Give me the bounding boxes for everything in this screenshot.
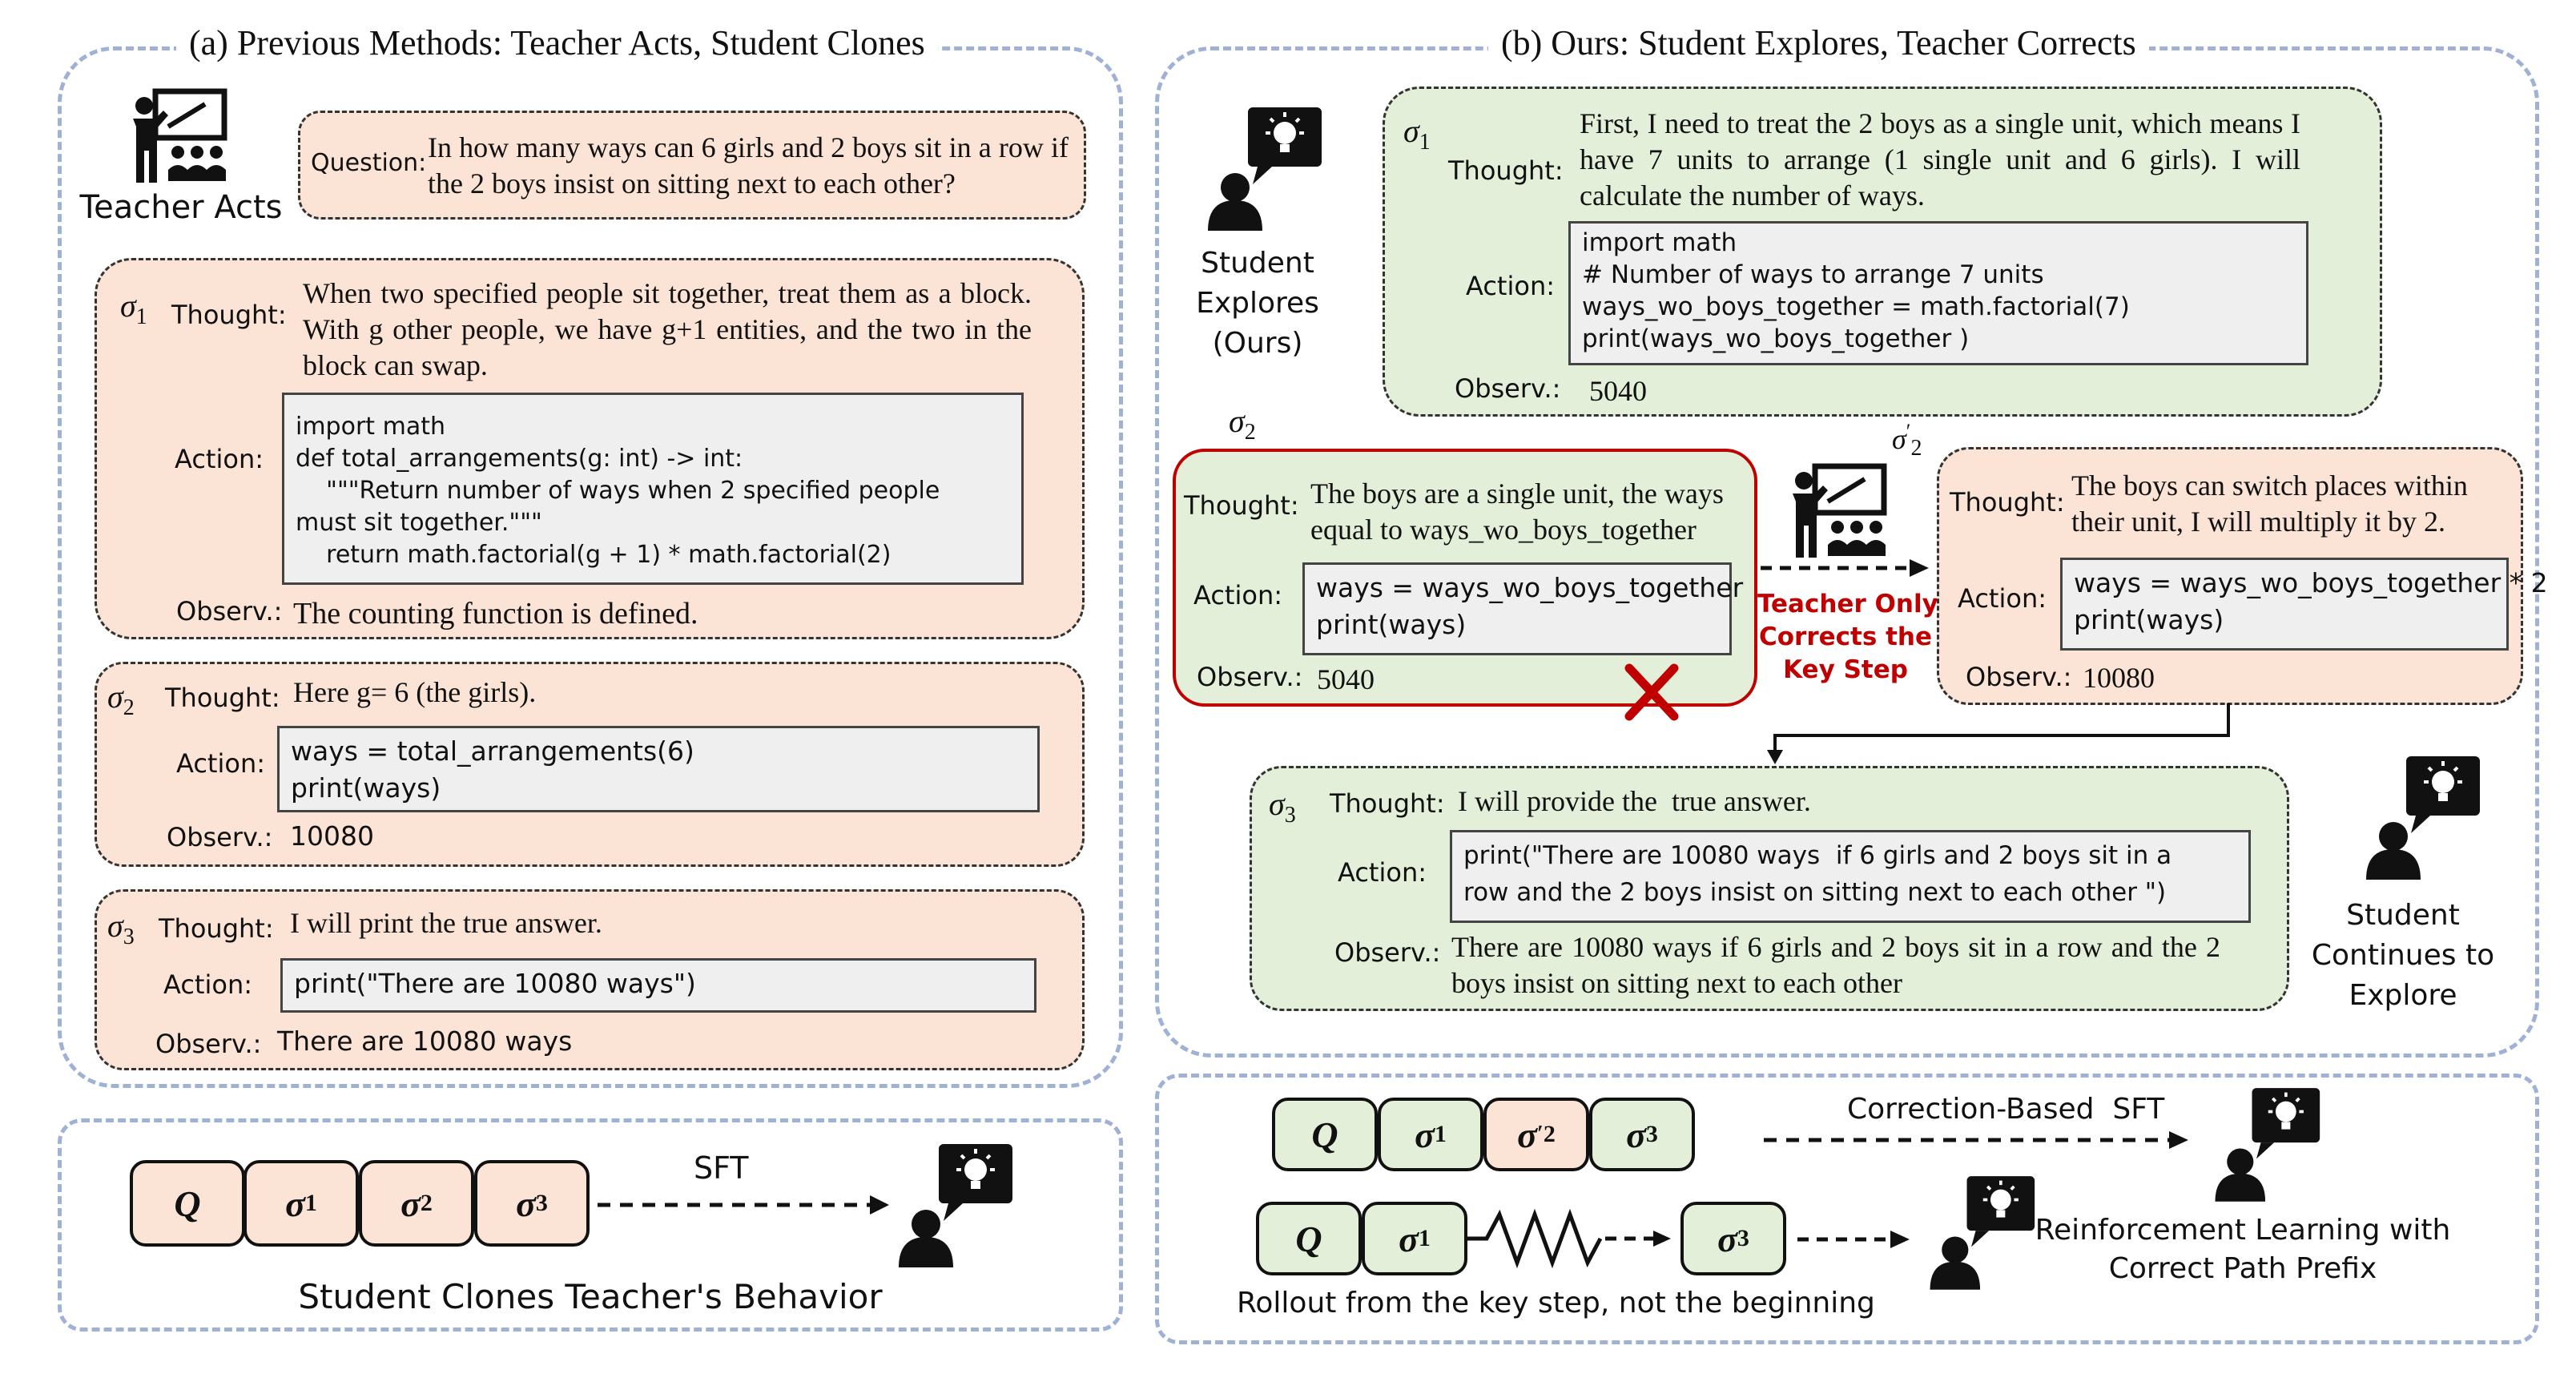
right-step2-fix-code: ways = ways_wo_boys_together * 2 print(w…: [2060, 558, 2548, 651]
right-step3-code: print("There are 10080 ways if 6 girls a…: [1450, 830, 2251, 923]
correction-sft-label: Correction-Based SFT: [1847, 1093, 2165, 1126]
correction-arrow: [1761, 559, 1929, 577]
right-step3-action-label: Action:: [1338, 857, 1427, 888]
left-step2-thought-label: Thought:: [165, 683, 280, 713]
left-step3-action-label: Action:: [163, 969, 252, 1000]
continue-connector: [1767, 703, 2230, 764]
right-step2-fix-thought-label: Thought:: [1950, 487, 2065, 518]
right-step3-thought: I will provide the true answer.: [1458, 785, 1811, 817]
right-step1-code: import math # Number of ways to arrange …: [1568, 221, 2308, 365]
sft-label: SFT: [694, 1150, 749, 1186]
right-step2-action-label: Action:: [1193, 580, 1282, 610]
panel-title-previous: (a) Previous Methods: Teacher Acts, Stud…: [176, 22, 938, 63]
left-step1-action-label: Action:: [175, 444, 264, 474]
right-step1-sigma: σ1: [1403, 113, 1431, 155]
question-label: Question:: [311, 149, 427, 177]
rl-caption: Reinforcement Learning with Correct Path…: [2035, 1214, 2451, 1285]
right-step2-thought-label: Thought:: [1184, 490, 1299, 521]
right-step2-fix-sigma: σ′2: [1892, 420, 1922, 461]
row2-chip-q: Q: [1256, 1202, 1362, 1275]
left-step1-observ: The counting function is defined.: [293, 597, 698, 631]
right-step1-observ: 5040: [1589, 375, 1647, 407]
left-step2-code: ways = total_arrangements(6) print(ways): [277, 726, 1040, 812]
right-step3-sigma: σ3: [1269, 786, 1296, 828]
panel-title-ours: (b) Ours: Student Explores, Teacher Corr…: [1488, 22, 2149, 63]
left-step2-sigma: σ2: [107, 679, 135, 720]
right-step2-observ: 5040: [1317, 663, 1375, 695]
left-step1-observ-label: Observ.:: [176, 596, 283, 626]
left-step3-code: print("There are 10080 ways"): [280, 958, 1036, 1013]
student-idea-icon: [2215, 1088, 2320, 1202]
student-idea-icon: [1208, 107, 1322, 231]
left-step2-action-label: Action:: [176, 748, 265, 779]
right-step2-fix-thought: The boys can switch places within their …: [2071, 469, 2468, 538]
right-step2-fix-action-label: Action:: [1958, 583, 2047, 614]
teacher-acts-label: Teacher Acts: [79, 189, 283, 226]
student-explores-label: Student Explores (Ours): [1196, 247, 1319, 360]
teacher-at-board-icon: [133, 88, 227, 183]
rollout-zigzag: [1467, 1208, 1671, 1269]
right-step2-fix-observ: 10080: [2083, 662, 2155, 694]
row1-chip-sigma2-prime: σ′2: [1483, 1098, 1589, 1171]
student-continues-label: Student Continues to Explore: [2311, 899, 2495, 1012]
sft-arrow: [598, 1195, 889, 1215]
teacher-at-board-icon: [1793, 463, 1887, 558]
row1-chip-q: Q: [1272, 1098, 1378, 1171]
right-step2-sigma: σ2: [1229, 403, 1256, 445]
question-text: In how many ways can 6 girls and 2 boys …: [428, 131, 1069, 199]
left-step3-observ: There are 10080 ways: [277, 1025, 573, 1057]
left-step2-observ-label: Observ.:: [167, 822, 273, 852]
rl-arrow: [1797, 1231, 1910, 1248]
red-x-icon: [1624, 663, 1679, 721]
right-step3-observ: There are 10080 ways if 6 girls and 2 bo…: [1451, 931, 2220, 999]
left-step2-thought: Here g= 6 (the girls).: [293, 676, 537, 708]
left-step3-sigma: σ3: [107, 908, 135, 949]
panel-sft: [58, 1118, 1123, 1332]
left-step3-observ-label: Observ.:: [155, 1029, 262, 1059]
left-step2-observ: 10080: [290, 820, 374, 852]
right-step1-action-label: Action:: [1466, 271, 1555, 301]
right-step2-fix-observ-label: Observ.:: [1966, 662, 2072, 692]
sft-chip-q: Q: [130, 1160, 245, 1247]
right-step1-thought: First, I need to treat the 2 boys as a s…: [1580, 107, 2300, 212]
left-step3-thought: I will print the true answer.: [290, 907, 602, 939]
right-step3-thought-label: Thought:: [1330, 788, 1445, 819]
right-step1-thought-label: Thought:: [1448, 155, 1564, 186]
sft-caption: Student Clones Teacher's Behavior: [298, 1277, 883, 1316]
correction-label: Teacher Only Corrects the Key Step: [1757, 590, 1938, 684]
correction-sft-arrow: [1764, 1131, 2188, 1149]
right-step2-code: ways = ways_wo_boys_together print(ways): [1302, 562, 1743, 655]
left-step3-thought-label: Thought:: [159, 913, 274, 944]
left-step1-code: import math def total_arrangements(g: in…: [282, 393, 1024, 585]
left-step1-thought-label: Thought:: [171, 300, 287, 330]
left-step1-sigma: σ1: [120, 288, 147, 329]
right-step2-observ-label: Observ.:: [1197, 662, 1303, 692]
rollout-caption: Rollout from the key step, not the begin…: [1237, 1287, 1875, 1319]
question-card: [298, 111, 1086, 220]
left-step1-thought: When two specified people sit together, …: [303, 277, 1032, 381]
student-idea-icon: [2366, 756, 2480, 880]
right-step2-thought: The boys are a single unit, the ways equ…: [1310, 477, 1724, 546]
right-step3-observ-label: Observ.:: [1334, 937, 1441, 968]
student-idea-icon: [1930, 1176, 2035, 1290]
right-step1-observ-label: Observ.:: [1455, 373, 1561, 404]
student-idea-icon: [899, 1144, 1012, 1267]
panel-correction-rl: [1155, 1074, 2539, 1344]
